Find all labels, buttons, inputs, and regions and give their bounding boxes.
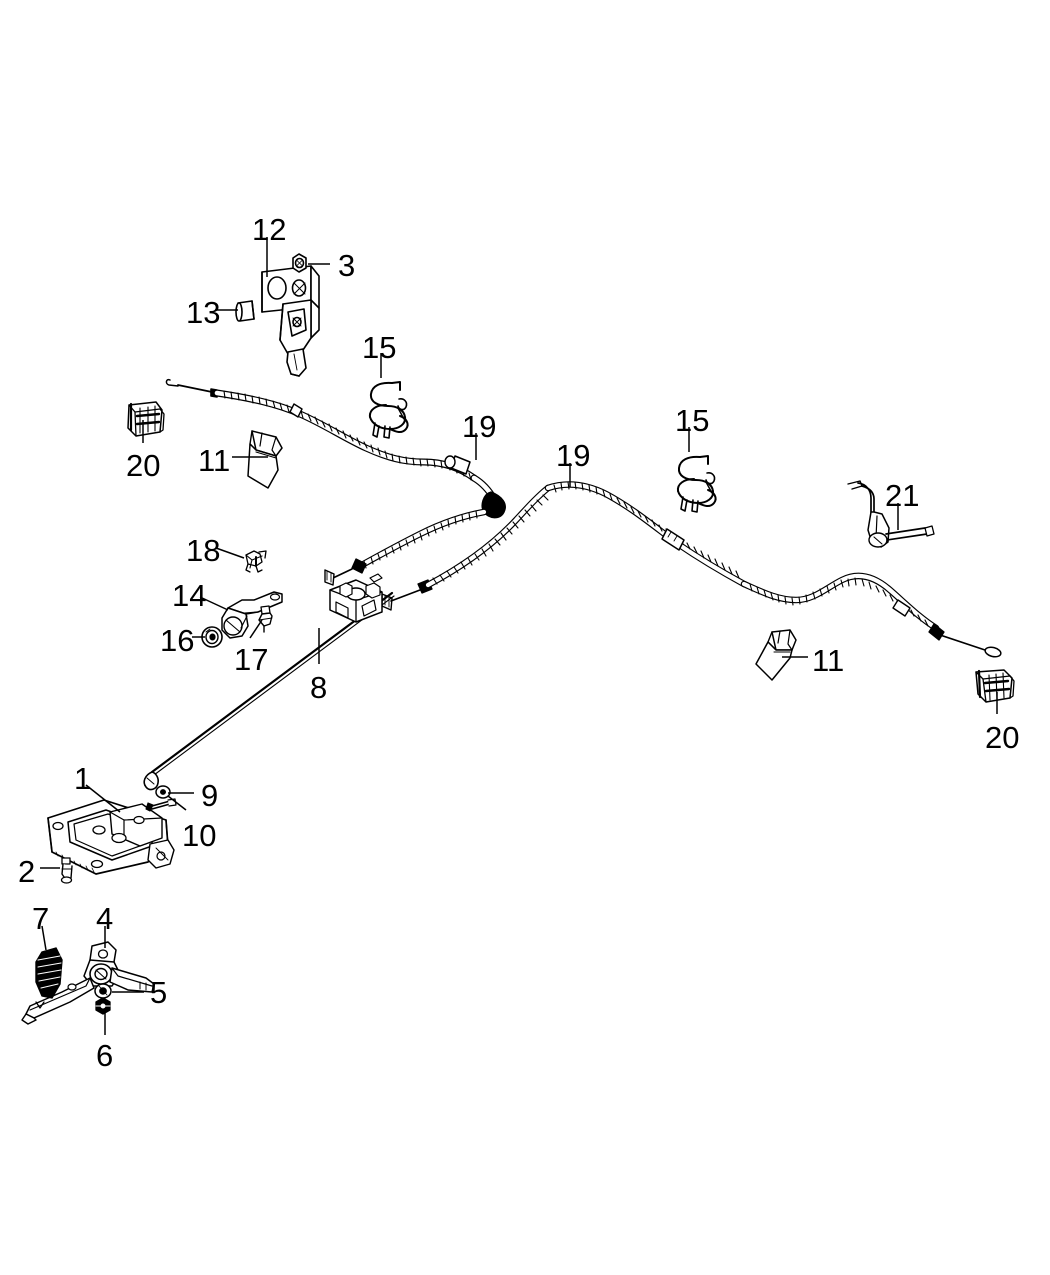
callout-number-20: 20 bbox=[985, 720, 1020, 755]
callout-number-1: 1 bbox=[74, 761, 92, 796]
callout-leader-lines bbox=[40, 237, 998, 1035]
part-12-equalizer-bracket bbox=[261, 265, 320, 377]
callout-leader-17 bbox=[249, 619, 263, 639]
callout-number-18: 18 bbox=[186, 533, 221, 568]
part-8-actuating-rod bbox=[143, 591, 395, 791]
part-5-washer bbox=[94, 983, 112, 999]
callout-number-16: 16 bbox=[160, 623, 195, 658]
callout-number-3: 3 bbox=[338, 248, 356, 283]
part-11-cable-guide-bracket-left bbox=[247, 430, 283, 489]
part-8-cable-clamp-block bbox=[329, 573, 383, 623]
part-11-cable-guide-bracket-right bbox=[755, 629, 797, 681]
part-14-pivot-bracket bbox=[221, 591, 283, 639]
callout-number-15: 15 bbox=[362, 330, 397, 365]
part-10-cotter-pin bbox=[145, 798, 177, 812]
callout-number-2: 2 bbox=[18, 854, 36, 889]
part-4-pedal-lever-arm bbox=[21, 941, 155, 1025]
part-20-cable-connector-clip-left bbox=[127, 401, 165, 437]
callout-number-20: 20 bbox=[126, 448, 161, 483]
part-13-spacer-bushing bbox=[235, 300, 255, 322]
callout-leader-1 bbox=[85, 784, 121, 813]
callout-number-8: 8 bbox=[310, 670, 328, 705]
part-6-retaining-nut bbox=[95, 997, 111, 1015]
callout-leader-7 bbox=[41, 925, 47, 951]
part-9-flat-washer bbox=[155, 785, 171, 799]
callout-number-19: 19 bbox=[556, 438, 591, 473]
callout-number-13: 13 bbox=[186, 295, 221, 330]
callout-leader-14 bbox=[199, 596, 229, 611]
part-7-return-spring bbox=[35, 947, 63, 999]
part-3-hex-nut bbox=[292, 253, 307, 273]
callout-number-11: 11 bbox=[198, 443, 231, 478]
part-19-left-brake-cable bbox=[165, 378, 506, 586]
callout-number-21: 21 bbox=[885, 478, 920, 513]
callout-number-14: 14 bbox=[172, 578, 207, 613]
part-21-cable-retainer-rod bbox=[847, 480, 935, 548]
part-16-grommet bbox=[201, 626, 223, 648]
callout-number-5: 5 bbox=[150, 975, 168, 1010]
callout-number-15: 15 bbox=[675, 403, 710, 438]
part-15-wire-retainer-clip-left bbox=[368, 381, 409, 439]
callout-number-7: 7 bbox=[32, 901, 50, 936]
callout-number-12: 12 bbox=[252, 212, 287, 247]
callout-number-9: 9 bbox=[201, 778, 219, 813]
part-19-right-brake-cable bbox=[381, 481, 1002, 658]
part-17-push-in-retainer bbox=[258, 605, 273, 633]
callout-number-4: 4 bbox=[96, 901, 114, 936]
callout-number-6: 6 bbox=[96, 1038, 114, 1073]
callout-number-19: 19 bbox=[462, 409, 497, 444]
part-20-cable-connector-clip-right bbox=[975, 669, 1015, 703]
part-18-spring-clip bbox=[245, 550, 267, 573]
callout-number-10: 10 bbox=[182, 818, 217, 853]
callout-leader-18 bbox=[215, 547, 245, 559]
callout-number-17: 17 bbox=[234, 642, 269, 677]
part-1-lever-mounting-bracket bbox=[47, 799, 175, 875]
callout-number-11: 11 bbox=[812, 643, 845, 678]
part-15-wire-retainer-clip-right bbox=[676, 455, 717, 513]
callout-leader-10 bbox=[167, 795, 187, 811]
part-2-push-pin-fastener bbox=[60, 857, 73, 884]
